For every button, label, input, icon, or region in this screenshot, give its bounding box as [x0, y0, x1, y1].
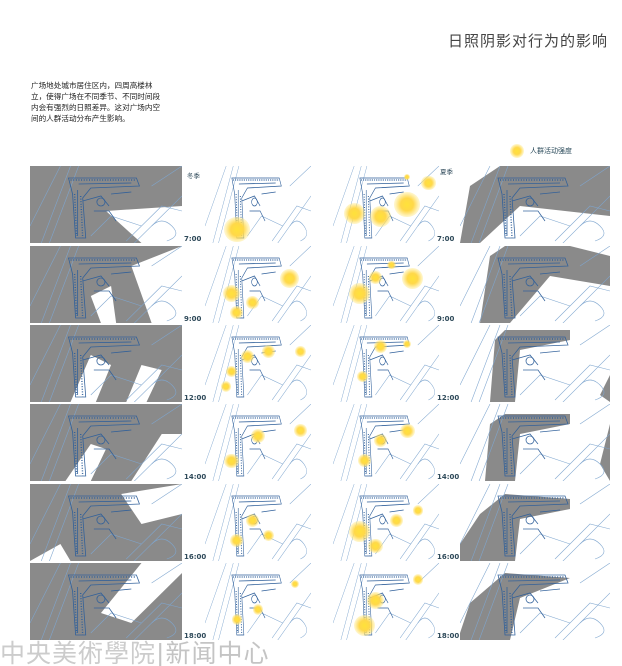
- crowd-intensity-blob: [390, 514, 403, 528]
- winter-activity-map: [205, 563, 311, 640]
- winter-time-label: 9:00: [184, 315, 202, 323]
- winter-activity-map: [205, 325, 311, 402]
- winter-time-label: 12:00: [184, 394, 207, 402]
- crowd-intensity-blob: [246, 296, 260, 310]
- summer-shadow-map: [460, 484, 610, 561]
- summer-activity-map: [333, 246, 439, 323]
- summer-shadow-map: [460, 246, 610, 323]
- summer-shadow-map: [460, 563, 610, 640]
- summer-shadow-map: [460, 325, 610, 402]
- legend-label: 人群活动强度: [530, 147, 572, 155]
- summer-time-label: 16:00: [437, 553, 460, 561]
- crowd-intensity-blob: [367, 538, 383, 554]
- crowd-intensity-blob-icon: [510, 144, 524, 158]
- winter-activity-map: [205, 404, 311, 481]
- winter-shadow-map: [30, 246, 182, 323]
- crowd-intensity-blob: [252, 604, 264, 615]
- crowd-intensity-blob: [369, 271, 382, 285]
- summer-shadow-map: [460, 166, 610, 243]
- winter-activity-map: [205, 166, 311, 243]
- summer-activity-map: [333, 404, 439, 481]
- crowd-intensity-blob: [246, 514, 260, 528]
- season-label-summer: 夏季: [440, 168, 453, 176]
- crowd-intensity-blob: [226, 366, 237, 377]
- winter-time-label: 16:00: [184, 553, 207, 561]
- winter-time-label: 7:00: [184, 235, 202, 243]
- summer-time-label: 12:00: [437, 394, 460, 402]
- summer-time-label: 7:00: [437, 235, 455, 243]
- legend: 人群活动强度: [510, 144, 572, 158]
- winter-shadow-map: [30, 563, 182, 640]
- crowd-intensity-blob: [348, 283, 371, 305]
- crowd-intensity-blob: [250, 428, 266, 444]
- crowd-intensity-blob: [402, 339, 412, 349]
- crowd-intensity-blob: [374, 340, 388, 354]
- crowd-intensity-blob: [262, 345, 275, 359]
- crowd-intensity-blob: [404, 173, 411, 181]
- summer-activity-map: [333, 563, 439, 640]
- summer-activity-map: [333, 325, 439, 402]
- crowd-intensity-blob: [387, 260, 396, 270]
- summer-shadow-map: [460, 404, 610, 481]
- crowd-intensity-blob: [220, 381, 232, 392]
- crowd-intensity-blob: [224, 453, 239, 469]
- watermark: 中央美術學院|新闻中心: [0, 639, 270, 666]
- page-title: 日照阴影对行为的影响: [447, 32, 608, 50]
- crowd-intensity-blob: [230, 306, 244, 320]
- crowd-intensity-blob: [366, 591, 384, 609]
- winter-time-label: 14:00: [184, 473, 207, 481]
- crowd-intensity-blob: [294, 424, 307, 438]
- crowd-intensity-blob: [241, 350, 254, 364]
- winter-time-label: 18:00: [184, 632, 207, 640]
- crowd-intensity-blob: [280, 269, 300, 289]
- crowd-intensity-blob: [394, 191, 420, 218]
- summer-time-label: 14:00: [437, 473, 460, 481]
- winter-shadow-map: [30, 484, 182, 561]
- crowd-intensity-blob: [374, 434, 388, 448]
- crowd-intensity-blob: [412, 505, 424, 516]
- crowd-intensity-blob: [343, 203, 365, 225]
- summer-activity-map: [333, 484, 439, 561]
- crowd-intensity-blob: [295, 346, 306, 357]
- crowd-intensity-blob: [357, 371, 368, 382]
- winter-shadow-map: [30, 166, 182, 243]
- crowd-intensity-blob: [290, 579, 300, 589]
- crowd-intensity-blob: [224, 216, 250, 243]
- winter-activity-map: [205, 484, 311, 561]
- crowd-intensity-blob: [420, 175, 436, 191]
- winter-activity-map: [205, 246, 311, 323]
- crowd-intensity-blob: [223, 284, 240, 302]
- crowd-intensity-blob: [354, 615, 376, 637]
- crowd-intensity-blob: [401, 268, 424, 290]
- intro-paragraph: 广场地处城市居住区内，四周高楼林立，使得广场在不同季节、不同时间段内会有强烈的日…: [31, 81, 161, 123]
- crowd-intensity-blob: [263, 530, 274, 541]
- summer-time-label: 18:00: [437, 632, 460, 640]
- season-label-winter: 冬季: [187, 172, 200, 180]
- crowd-intensity-blob: [230, 534, 244, 548]
- crowd-intensity-blob: [348, 521, 371, 543]
- crowd-intensity-blob: [370, 206, 392, 228]
- crowd-intensity-blob: [412, 574, 424, 585]
- winter-shadow-map: [30, 404, 182, 481]
- crowd-intensity-blob: [231, 614, 243, 625]
- crowd-intensity-blob: [399, 423, 415, 439]
- summer-activity-map: [333, 166, 439, 243]
- crowd-intensity-blob: [358, 454, 372, 468]
- winter-shadow-map: [30, 325, 182, 402]
- summer-time-label: 9:00: [437, 315, 455, 323]
